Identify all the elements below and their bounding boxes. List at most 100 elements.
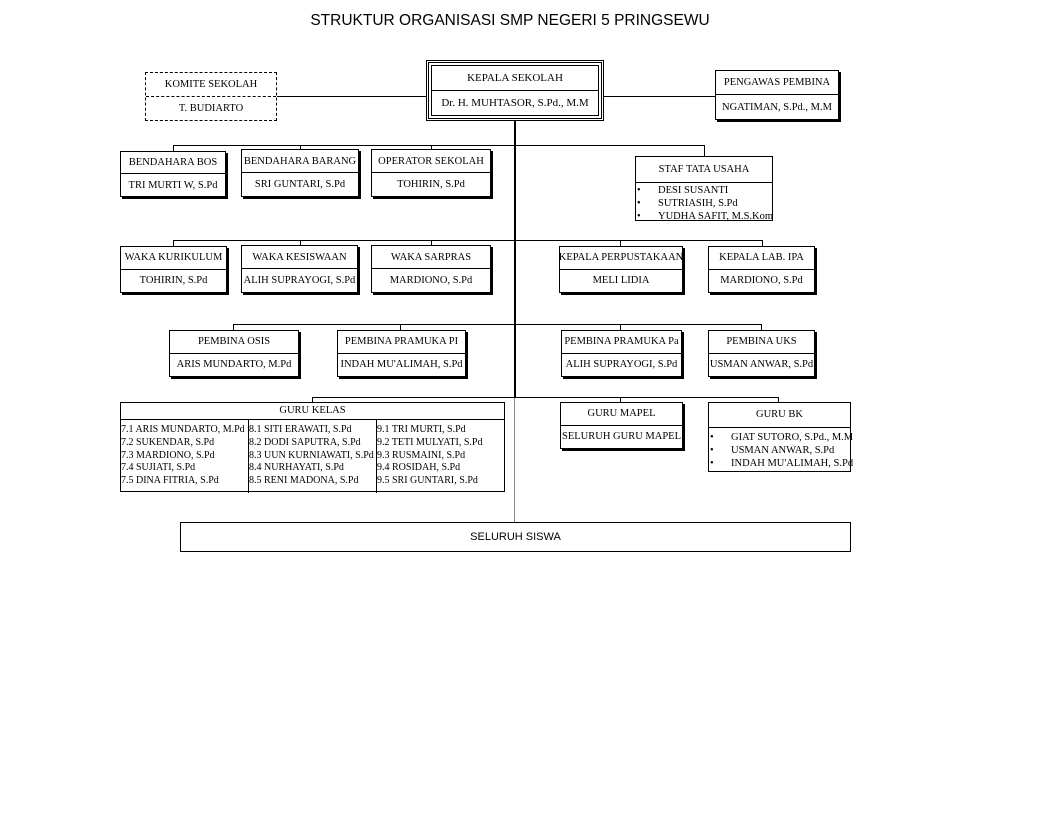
bendahara-barang-box: BENDAHARA BARANG SRI GUNTARI, S.Pd: [241, 149, 359, 197]
connector-row3-drop: [620, 324, 621, 330]
person-name: T. BUDIARTO: [178, 102, 244, 114]
waka-kurikulum-box: WAKA KURIKULUM TOHIRIN, S.Pd: [120, 246, 227, 293]
guru-bk-member-list: GIAT SUTORO, S.Pd., M.M USMAN ANWAR, S.P…: [709, 428, 853, 470]
connector-row2-drop: [620, 240, 621, 246]
role-label: GURU BK: [709, 403, 850, 428]
person-name: USMAN ANWAR, S.Pd: [709, 359, 814, 371]
role-label: PEMBINA OSIS: [170, 331, 298, 354]
connector-row1-drop: [300, 145, 301, 150]
connector-row3-drop: [400, 324, 401, 330]
pembina-osis-box: PEMBINA OSIS ARIS MUNDARTO, M.Pd: [169, 330, 299, 377]
kepala-sekolah-box: KEPALA SEKOLAH Dr. H. MUHTASOR, S.Pd., M…: [426, 60, 604, 121]
list-item: SUTRIASIH, S.Pd: [636, 197, 772, 210]
list-item: YUDHA SAFIT, M.S.Kom: [636, 210, 773, 223]
guru-kelas-column-7: 7.1 ARIS MUNDARTO, M.Pd 7.2 SUKENDAR, S.…: [121, 420, 249, 493]
list-item: 8.3 UUN KURNIAWATI, S.Pd: [249, 449, 374, 461]
list-item: 9.2 TETI MULYATI, S.Pd: [377, 436, 483, 448]
list-item: 8.5 RENI MADONA, S.Pd: [249, 475, 359, 487]
waka-kesiswaan-box: WAKA KESISWAAN ALIH SUPRAYOGI, S.Pd: [241, 245, 358, 293]
role-label: PENGAWAS PEMBINA: [716, 71, 838, 95]
role-label: STAF TATA USAHA: [636, 157, 772, 183]
person-name: ALIH SUPRAYOGI, S.Pd: [243, 275, 356, 286]
list-item: 9.1 TRI MURTI, S.Pd: [377, 424, 466, 435]
seluruh-siswa-box: SELURUH SISWA: [180, 522, 851, 552]
connector-komite: [277, 96, 427, 97]
person-name: Dr. H. MUHTASOR, S.Pd., M.M: [441, 96, 589, 109]
list-item: GIAT SUTORO, S.Pd., M.M: [709, 431, 853, 444]
person-name: TOHIRIN, S.Pd: [139, 275, 208, 287]
komite-sekolah-box: KOMITE SEKOLAH T. BUDIARTO: [145, 72, 277, 121]
person-name: MARDIONO, S.Pd: [720, 275, 803, 287]
role-label: PEMBINA PRAMUKA Pa: [562, 331, 681, 354]
staf-tata-usaha-box: STAF TATA USAHA DESI SUSANTI SUTRIASIH, …: [635, 156, 773, 223]
role-label: WAKA SARPRAS: [372, 246, 490, 269]
kepala-lab-ipa-box: KEPALA LAB. IPA MARDIONO, S.Pd: [708, 246, 815, 293]
role-label: PEMBINA PRAMUKA PI: [338, 331, 465, 354]
role-label: KEPALA SEKOLAH: [432, 66, 598, 91]
connector-row2-drop: [431, 240, 432, 245]
connector-row1-bar: [173, 145, 705, 146]
person-name: MELI LIDIA: [592, 275, 650, 287]
kepala-perpustakaan-box: KEPALA PERPUSTAKAAN MELI LIDIA: [559, 246, 683, 293]
role-label: BENDAHARA BARANG: [242, 150, 358, 173]
person-name: MARDIONO, S.Pd: [389, 275, 473, 286]
connector-row3-drop: [233, 324, 234, 330]
list-item: DESI SUSANTI: [636, 184, 772, 197]
person-name: SRI GUNTARI, S.Pd: [254, 179, 346, 190]
person-name: NGATIMAN, S.Pd., M.M: [722, 101, 832, 113]
list-item: 7.5 DINA FITRIA, S.Pd: [121, 475, 219, 487]
person-name: TOHIRIN, S.Pd: [397, 179, 465, 190]
role-label: KEPALA PERPUSTAKAAN: [559, 247, 683, 270]
role-label: PEMBINA UKS: [709, 331, 814, 354]
connector-row3-bar: [233, 324, 762, 325]
guru-kelas-column-9: 9.1 TRI MURTI, S.Pd 9.2 TETI MULYATI, S.…: [377, 420, 504, 493]
connector-spine-to-siswa: [514, 398, 515, 522]
list-item: 8.2 DODI SAPUTRA, S.Pd: [249, 436, 361, 448]
bendahara-bos-box: BENDAHARA BOS TRI MURTI W, S.Pd: [120, 151, 226, 197]
list-item: 7.4 SUJIATI, S.Pd: [121, 462, 196, 474]
guru-bk-box: GURU BK GIAT SUTORO, S.Pd., M.M USMAN AN…: [708, 402, 853, 472]
list-item: INDAH MU'ALIMAH, S.Pd: [709, 457, 853, 470]
connector-main-spine: [514, 120, 516, 398]
role-label: KEPALA LAB. IPA: [709, 247, 814, 270]
connector-row2-bar: [173, 240, 763, 241]
list-item: 8.4 NURHAYATI, S.Pd: [249, 462, 344, 474]
list-item: 9.5 SRI GUNTARI, S.Pd: [377, 475, 478, 487]
connector-row1-drop: [431, 145, 432, 150]
role-label: GURU KELAS: [121, 403, 504, 420]
operator-sekolah-box: OPERATOR SEKOLAH TOHIRIN, S.Pd: [371, 149, 491, 197]
connector-pengawas: [604, 96, 715, 97]
role-label: BENDAHARA BOS: [121, 152, 225, 174]
list-item: 9.4 ROSIDAH, S.Pd: [377, 462, 461, 474]
guru-kelas-column-8: 8.1 SITI ERAWATI, S.Pd 8.2 DODI SAPUTRA,…: [249, 420, 377, 493]
connector-row4-bar: [312, 397, 779, 398]
connector-row2-drop: [300, 240, 301, 245]
connector-row4-drop: [312, 397, 313, 403]
connector-row2-drop: [173, 240, 174, 246]
person-name: TRI MURTI W, S.Pd: [128, 179, 218, 191]
list-item: 8.1 SITI ERAWATI, S.Pd: [249, 424, 352, 435]
role-label: OPERATOR SEKOLAH: [372, 150, 490, 173]
page-title: STRUKTUR ORGANISASI SMP NEGERI 5 PRINGSE…: [310, 12, 710, 29]
list-item: 7.3 MARDIONO, S.Pd: [121, 449, 215, 461]
list-item: USMAN ANWAR, S.Pd: [709, 444, 850, 457]
connector-row4-drop: [778, 397, 779, 402]
pembina-uks-box: PEMBINA UKS USMAN ANWAR, S.Pd: [708, 330, 815, 377]
person-name: SELURUH GURU MAPEL: [561, 431, 681, 443]
list-item: 7.2 SUKENDAR, S.Pd: [121, 436, 215, 448]
role-label: KOMITE SEKOLAH: [146, 73, 276, 97]
list-item: 7.1 ARIS MUNDARTO, M.Pd: [121, 424, 245, 435]
role-label: WAKA KURIKULUM: [121, 247, 226, 270]
role-label: WAKA KESISWAAN: [242, 246, 357, 269]
connector-row2-drop: [762, 240, 763, 246]
person-name: ARIS MUNDARTO, M.Pd: [176, 359, 292, 371]
connector-row1-drop: [173, 145, 174, 152]
person-name: ALIH SUPRAYOGI, S.Pd: [565, 359, 678, 371]
connector-row3-drop: [761, 324, 762, 330]
connector-row1-drop: [704, 145, 705, 156]
guru-kelas-box: GURU KELAS 7.1 ARIS MUNDARTO, M.Pd 7.2 S…: [120, 402, 505, 493]
pembina-pramuka-pi-box: PEMBINA PRAMUKA PI INDAH MU'ALIMAH, S.Pd: [337, 330, 466, 377]
guru-mapel-box: GURU MAPEL SELURUH GURU MAPEL: [560, 402, 683, 449]
person-name: INDAH MU'ALIMAH, S.Pd: [340, 359, 463, 371]
connector-row4-drop: [620, 397, 621, 402]
